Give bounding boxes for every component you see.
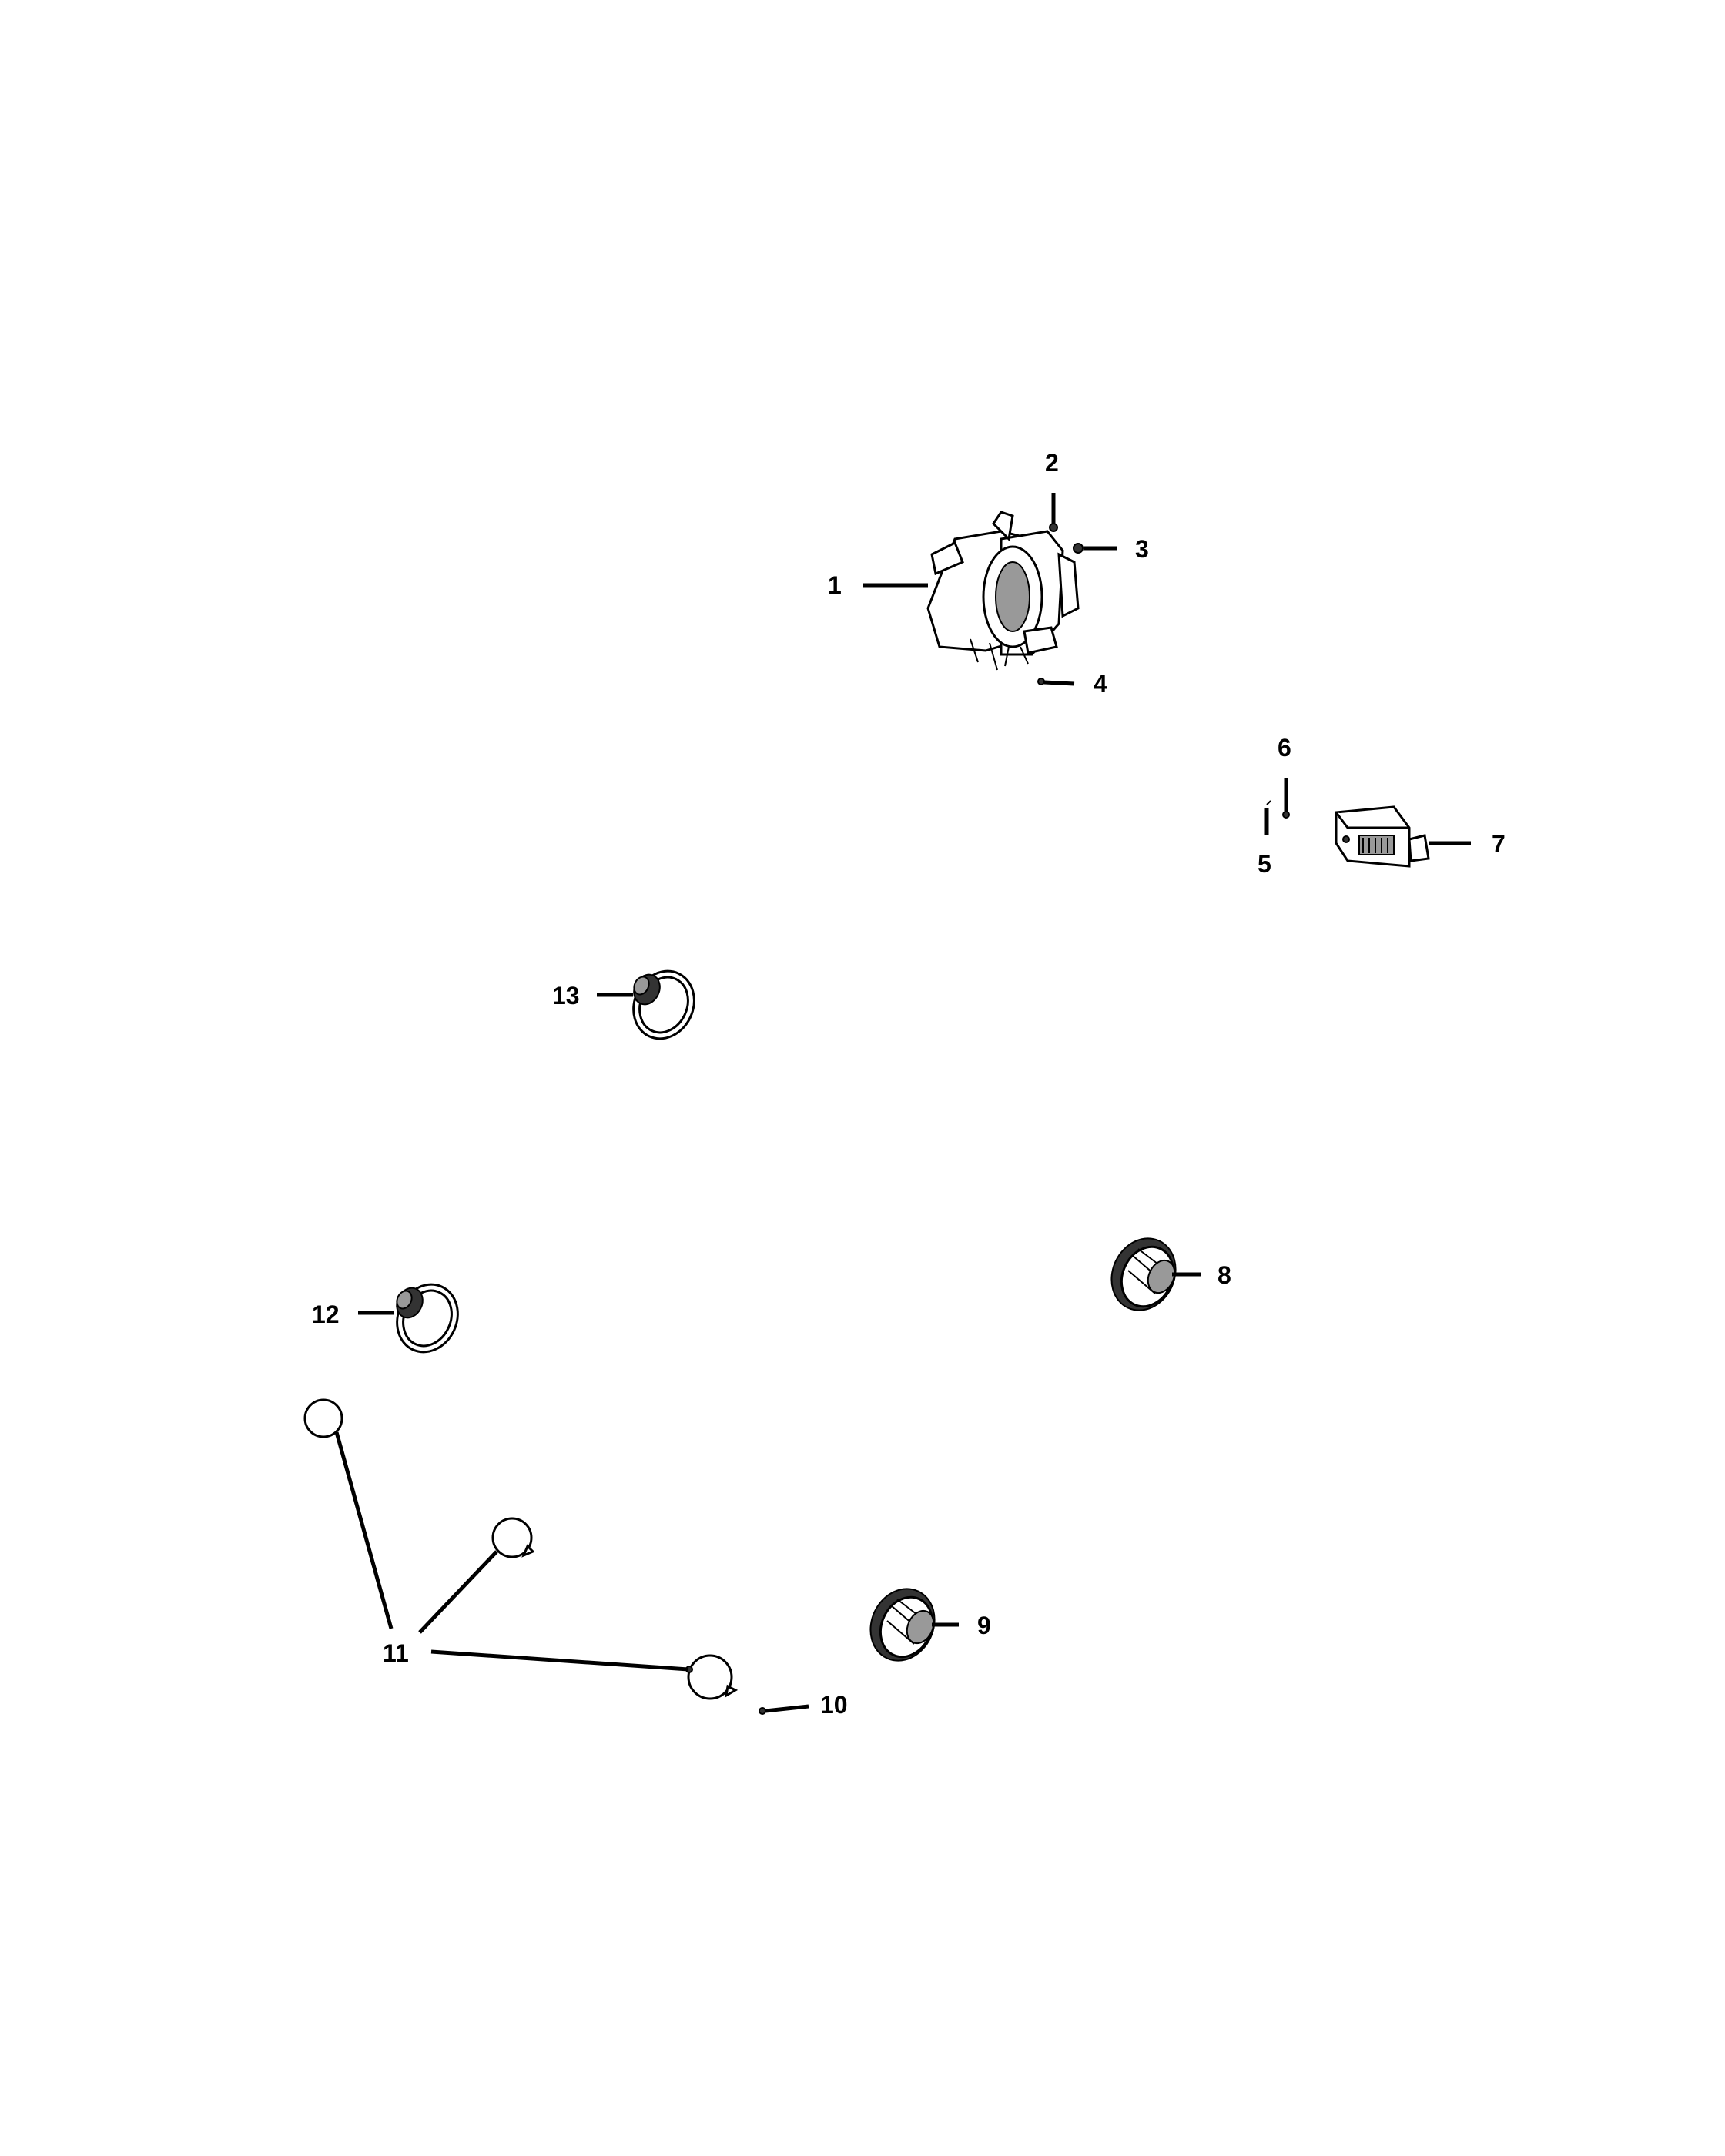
part-2-screw bbox=[1049, 493, 1058, 532]
part-11-speakers bbox=[303, 1398, 739, 1700]
callout-1: 1 bbox=[828, 571, 842, 599]
callout-9: 9 bbox=[977, 1612, 991, 1639]
part-1-radio-assembly bbox=[926, 511, 1080, 671]
callout-8: 8 bbox=[1218, 1261, 1231, 1289]
part-10-screw bbox=[759, 1704, 809, 1715]
part-7-amplifier bbox=[1335, 805, 1430, 868]
callout-13: 13 bbox=[552, 982, 580, 1009]
leader-10 bbox=[765, 1704, 809, 1713]
part-3-screw bbox=[1073, 543, 1117, 554]
callout-3: 3 bbox=[1135, 535, 1149, 563]
callout-6: 6 bbox=[1278, 734, 1291, 762]
callout-11: 11 bbox=[383, 1639, 409, 1667]
leader-4 bbox=[1043, 680, 1075, 686]
part-4-screw bbox=[1037, 678, 1075, 686]
part-13-speaker bbox=[632, 969, 695, 1040]
callout-4: 4 bbox=[1094, 670, 1107, 698]
part-12-speaker bbox=[396, 1283, 459, 1354]
part-6-screw bbox=[1282, 778, 1290, 819]
callout-10: 10 bbox=[820, 1691, 848, 1719]
callout-5: 5 bbox=[1258, 850, 1271, 878]
callout-2: 2 bbox=[1045, 449, 1059, 477]
part-5-screw bbox=[1264, 800, 1271, 835]
leader-11c bbox=[430, 1649, 689, 1672]
callout-12: 12 bbox=[312, 1301, 340, 1328]
callout-7: 7 bbox=[1492, 830, 1506, 858]
part-9-speaker bbox=[869, 1588, 936, 1662]
leader-11a bbox=[334, 1431, 394, 1629]
part-8-speaker bbox=[1110, 1237, 1177, 1311]
leader-11b bbox=[418, 1550, 498, 1634]
